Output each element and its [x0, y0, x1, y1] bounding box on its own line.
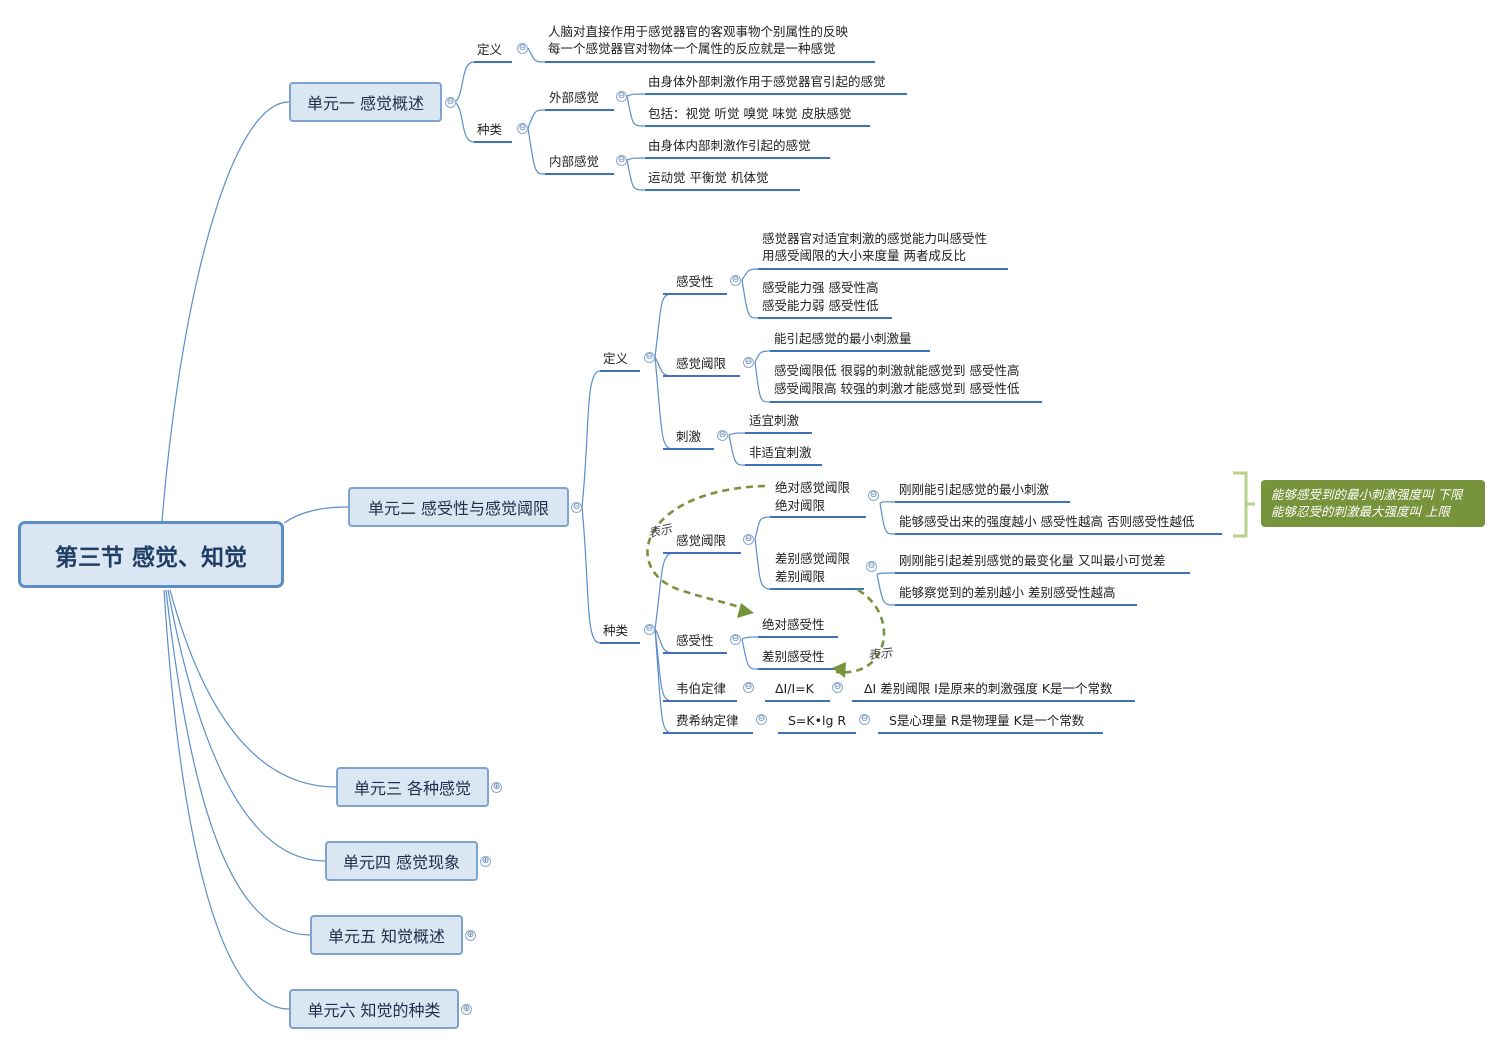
u2-types-sensitivity-item: 差别感受性	[762, 649, 825, 664]
u2-definition-label[interactable]: 定义	[603, 351, 629, 366]
u1-internal-sense-label[interactable]: 内部感觉	[549, 154, 600, 169]
u2-stimulus-item: 适宜刺激	[749, 413, 800, 428]
u2-fechner-law-label[interactable]: 费希纳定律	[676, 713, 739, 728]
u2-weber-formula: ΔI/I=K	[775, 681, 814, 696]
collapse-toggle-icon[interactable]: ⊖	[571, 502, 582, 513]
callout-line-2: 能够忍受的刺激最大强度叫 上限	[1271, 504, 1450, 519]
u2-types-sensitivity-item: 绝对感受性	[762, 617, 825, 632]
u2-difference-threshold-item: 能够察觉到的差别越小 差别感受性越高	[899, 585, 1116, 600]
u1-internal-item: 由身体内部刺激作引起的感觉	[648, 138, 811, 153]
relation-label: 表示	[867, 645, 893, 663]
u2-types-sensitivity-label[interactable]: 感受性	[676, 633, 714, 648]
u1-definition-label[interactable]: 定义	[477, 42, 503, 57]
edge-root-u1	[161, 101, 290, 522]
u2-weber-note: ΔI 差别阈限 I是原来的刺激强度 K是一个常数	[864, 681, 1113, 696]
unit-6-node[interactable]: 单元六 知觉的种类	[289, 989, 459, 1029]
u2-absolute-threshold-item: 能够感受出来的强度越小 感受性越高 否则感受性越低	[899, 514, 1195, 529]
collapse-toggle-icon[interactable]: ⊖	[616, 155, 627, 166]
relation-arrow-absolute	[646, 484, 766, 612]
u2-sensitivity-item: 感觉器官对适宜刺激的感觉能力叫感受性	[762, 231, 988, 246]
edge-root-u5	[165, 589, 311, 936]
edge-root-u3	[169, 589, 337, 788]
collapse-toggle-icon[interactable]: ⊖	[868, 490, 879, 501]
u2-threshold-item: 感受阈限高 较强的刺激才能感觉到 感受性低	[774, 381, 1020, 396]
unit-3-node[interactable]: 单元三 各种感觉	[336, 767, 489, 807]
expand-toggle-icon[interactable]: ⊕	[465, 930, 476, 941]
u2-threshold-item: 感受阈限低 很弱的刺激就能感觉到 感受性高	[774, 363, 1020, 378]
u1-definition-line-2: 每一个感觉器官对物体一个属性的反应就是一种感觉	[548, 41, 836, 56]
u2-sensitivity-item: 用感受阈限的大小来度量 两者成反比	[762, 248, 966, 263]
collapse-toggle-icon[interactable]: ⊖	[445, 97, 456, 108]
edge-root-u6	[163, 589, 290, 1010]
u2-stimulus-label[interactable]: 刺激	[676, 429, 702, 444]
collapse-toggle-icon[interactable]: ⊖	[517, 43, 528, 54]
collapse-toggle-icon[interactable]: ⊖	[717, 430, 728, 441]
collapse-toggle-icon[interactable]: ⊖	[616, 91, 627, 102]
u2-threshold-label[interactable]: 感觉阈限	[676, 356, 727, 371]
collapse-toggle-icon[interactable]: ⊖	[644, 624, 655, 635]
unit-5-node[interactable]: 单元五 知觉概述	[310, 915, 463, 955]
collapse-toggle-icon[interactable]: ⊖	[644, 352, 655, 363]
relation-arrowhead-absolute	[737, 603, 754, 618]
expand-toggle-icon[interactable]: ⊕	[461, 1004, 472, 1015]
relation-arrowhead-difference	[832, 662, 846, 678]
expand-toggle-icon[interactable]: ⊕	[480, 856, 491, 867]
u2-absolute-threshold-label[interactable]: 绝对阈限	[775, 498, 826, 513]
callout-line-1: 能够感受到的最小刺激强度叫 下限	[1271, 487, 1463, 502]
collapse-toggle-icon[interactable]: ⊖	[832, 682, 843, 693]
u2-weber-law-label[interactable]: 韦伯定律	[676, 681, 727, 696]
collapse-toggle-icon[interactable]: ⊖	[756, 714, 767, 725]
collapse-toggle-icon[interactable]: ⊖	[743, 534, 754, 545]
u2-fechner-note: S是心理量 R是物理量 K是一个常数	[889, 713, 1085, 728]
edge-root-u2	[283, 506, 349, 524]
u1-definition-line-1: 人脑对直接作用于感觉器官的客观事物个别属性的反映	[548, 24, 849, 39]
u2-types-threshold-label[interactable]: 感觉阈限	[676, 533, 727, 548]
unit-4-node[interactable]: 单元四 感觉现象	[325, 841, 478, 881]
u2-stimulus-item: 非适宜刺激	[749, 445, 812, 460]
u2-sensitivity-item: 感受能力强 感受性高	[762, 280, 879, 295]
u1-external-item: 由身体外部刺激作用于感觉器官引起的感觉	[648, 74, 886, 89]
collapse-toggle-icon[interactable]: ⊖	[743, 682, 754, 693]
u2-absolute-threshold-item: 刚刚能引起感觉的最小刺激	[899, 482, 1050, 497]
unit-1-node[interactable]: 单元一 感觉概述	[289, 82, 442, 122]
u2-difference-threshold-label[interactable]: 差别感觉阈限	[775, 551, 851, 566]
collapse-toggle-icon[interactable]: ⊖	[730, 275, 741, 286]
u1-external-sense-label[interactable]: 外部感觉	[549, 90, 600, 105]
u2-absolute-threshold-label[interactable]: 绝对感觉阈限	[775, 480, 851, 495]
collapse-toggle-icon[interactable]: ⊖	[866, 561, 877, 572]
u1-types-label[interactable]: 种类	[477, 122, 503, 137]
collapse-toggle-icon[interactable]: ⊖	[859, 714, 870, 725]
u2-sensitivity-item: 感受能力弱 感受性低	[762, 298, 879, 313]
threshold-limits-callout[interactable]: 能够感受到的最小刺激强度叫 下限 能够忍受的刺激最大强度叫 上限	[1261, 480, 1485, 527]
collapse-toggle-icon[interactable]: ⊖	[743, 357, 754, 368]
u2-types-label[interactable]: 种类	[603, 623, 629, 638]
collapse-toggle-icon[interactable]: ⊖	[517, 123, 528, 134]
collapse-toggle-icon[interactable]: ⊖	[730, 634, 741, 645]
expand-toggle-icon[interactable]: ⊕	[491, 782, 502, 793]
unit-2-node[interactable]: 单元二 感受性与感觉阈限	[348, 487, 569, 527]
u1-external-item: 包括：视觉 听觉 嗅觉 味觉 皮肤感觉	[648, 106, 852, 121]
callout-bracket	[1233, 471, 1255, 538]
root-node[interactable]: 第三节 感觉、知觉	[18, 521, 284, 588]
u2-difference-threshold-label[interactable]: 差别阈限	[775, 569, 826, 584]
relation-arrow-difference	[835, 588, 886, 674]
edge-root-u4	[167, 589, 326, 862]
u2-threshold-item: 能引起感觉的最小刺激量	[774, 331, 912, 346]
u1-internal-item: 运动觉 平衡觉 机体觉	[648, 170, 769, 185]
u2-difference-threshold-item: 刚刚能引起差别感觉的最变化量 又叫最小可觉差	[899, 553, 1166, 568]
u2-sensitivity-label[interactable]: 感受性	[676, 274, 714, 289]
u2-fechner-formula: S=K•lg R	[788, 713, 847, 728]
